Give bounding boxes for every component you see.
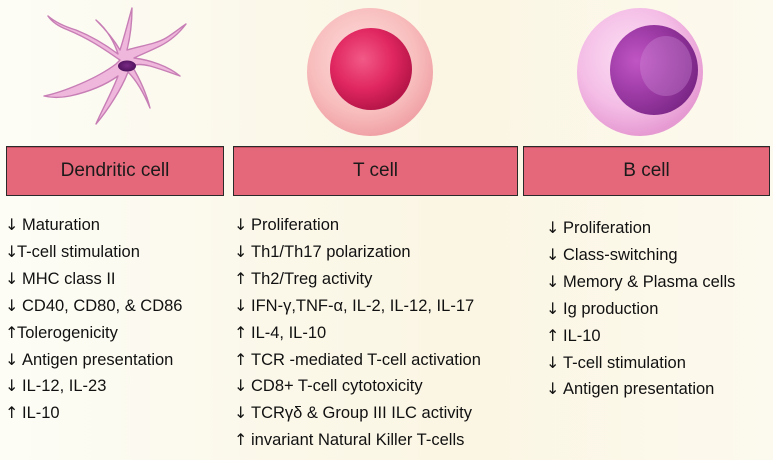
effect-text: CD8+ T-cell cytotoxicity: [251, 377, 423, 396]
list-item: ↓MHC class II: [5, 266, 182, 293]
dendritic-cell-header: Dendritic cell: [6, 146, 224, 196]
down-arrow-icon: ↓: [546, 352, 560, 372]
t-cell-nucleus: [330, 28, 412, 110]
effect-text: IL-10: [22, 404, 60, 423]
b-cell-illustration: [577, 8, 703, 136]
list-item: ↑invariant Natural Killer T-cells: [234, 427, 481, 454]
effect-text: Proliferation: [563, 219, 652, 237]
list-item: ↑Tolerogenicity: [5, 320, 182, 347]
list-item: ↓Proliferation: [546, 215, 735, 242]
list-item: ↓T-cell stimulation: [546, 350, 735, 377]
effect-text: Proliferation: [251, 216, 340, 234]
effect-text: Antigen presentation: [22, 350, 174, 369]
b-cell-header: B cell: [523, 146, 770, 196]
effect-text: Maturation: [22, 216, 100, 234]
t-cell-effects-list: ↓Proliferation ↓Th1/Th17 polarization ↑T…: [234, 212, 481, 454]
down-arrow-icon: ↓: [5, 376, 19, 396]
b-cell-column: B cell ↓Proliferation ↓Class-switching ↓…: [520, 0, 773, 460]
t-cell-column: T cell ↓Proliferation ↓Th1/Th17 polariza…: [230, 0, 520, 460]
b-cell-effects-list: ↓Proliferation ↓Class-switching ↓Memory …: [546, 215, 735, 403]
up-arrow-icon: ↑: [234, 430, 248, 450]
list-item: ↓T-cell stimulation: [5, 239, 182, 266]
dendritic-cell-nucleus: [118, 60, 136, 72]
down-arrow-icon: ↓: [546, 244, 560, 264]
up-arrow-icon: ↑: [5, 403, 19, 423]
effect-text: TCRγδ & Group III ILC activity: [251, 404, 472, 423]
list-item: ↓Antigen presentation: [546, 376, 735, 403]
effect-text: IL-12, IL-23: [22, 377, 107, 396]
list-item: ↑IL-10: [5, 400, 182, 427]
list-item: ↓Antigen presentation: [5, 347, 182, 374]
b-cell-nucleus-highlight: [640, 36, 692, 96]
effect-text: T-cell stimulation: [17, 242, 140, 261]
list-item: ↑IL-10: [546, 323, 735, 350]
effect-text: Th2/Treg activity: [251, 269, 373, 288]
up-arrow-icon: ↑: [234, 268, 248, 288]
list-item: ↓Th1/Th17 polarization: [234, 239, 481, 266]
up-arrow-icon: ↑: [546, 325, 560, 345]
effect-text: CD40, CD80, & CD86: [22, 296, 183, 315]
list-item: ↓Ig production: [546, 296, 735, 323]
down-arrow-icon: ↓: [546, 218, 560, 237]
down-arrow-icon: ↓: [234, 376, 248, 396]
effect-text: Ig production: [563, 299, 659, 318]
b-cell-nucleus: [610, 25, 698, 115]
down-arrow-icon: ↓: [5, 215, 19, 234]
list-item: ↓Maturation: [5, 212, 182, 239]
down-arrow-icon: ↓: [5, 241, 19, 261]
dendritic-cell-effects-list: ↓Maturation ↓T-cell stimulation ↓MHC cla…: [5, 212, 182, 427]
dendritic-cell-column: Dendritic cell ↓Maturation ↓T-cell stimu…: [0, 0, 230, 460]
list-item: ↑IL-4, IL-10: [234, 320, 481, 347]
effect-text: Th1/Th17 polarization: [251, 242, 411, 261]
down-arrow-icon: ↓: [546, 271, 560, 291]
list-item: ↓Memory & Plasma cells: [546, 269, 735, 296]
up-arrow-icon: ↑: [234, 349, 248, 369]
dendritic-cell-body: [43, 7, 187, 125]
effect-text: Class-switching: [563, 245, 678, 264]
effect-text: T-cell stimulation: [563, 353, 686, 372]
list-item: ↓IFN-γ,TNF-α, IL-2, IL-12, IL-17: [234, 293, 481, 320]
effect-text: TCR -mediated T-cell activation: [251, 350, 481, 369]
list-item: ↓CD40, CD80, & CD86: [5, 293, 182, 320]
down-arrow-icon: ↓: [5, 349, 19, 369]
t-cell-header: T cell: [233, 146, 518, 196]
down-arrow-icon: ↓: [546, 298, 560, 318]
up-arrow-icon: ↑: [234, 322, 248, 342]
effect-text: Tolerogenicity: [17, 323, 118, 342]
effect-text: invariant Natural Killer T-cells: [251, 431, 465, 450]
t-cell-illustration: [307, 8, 433, 136]
down-arrow-icon: ↓: [546, 379, 560, 399]
dendritic-cell-illustration: [43, 7, 187, 125]
list-item: ↓Class-switching: [546, 242, 735, 269]
down-arrow-icon: ↓: [234, 215, 248, 234]
effect-text: Memory & Plasma cells: [563, 272, 736, 291]
down-arrow-icon: ↓: [5, 268, 19, 288]
effect-text: IFN-γ,TNF-α, IL-2, IL-12, IL-17: [251, 296, 475, 315]
up-arrow-icon: ↑: [5, 322, 19, 342]
list-item: ↑TCR -mediated T-cell activation: [234, 347, 481, 374]
effect-text: IL-4, IL-10: [251, 323, 327, 342]
down-arrow-icon: ↓: [234, 295, 248, 315]
list-item: ↑Th2/Treg activity: [234, 266, 481, 293]
list-item: ↓CD8+ T-cell cytotoxicity: [234, 373, 481, 400]
list-item: ↓TCRγδ & Group III ILC activity: [234, 400, 481, 427]
down-arrow-icon: ↓: [234, 241, 248, 261]
effect-text: Antigen presentation: [563, 380, 715, 399]
down-arrow-icon: ↓: [5, 295, 19, 315]
effect-text: MHC class II: [22, 269, 116, 288]
down-arrow-icon: ↓: [234, 403, 248, 423]
effect-text: IL-10: [563, 326, 601, 345]
list-item: ↓Proliferation: [234, 212, 481, 239]
list-item: ↓IL-12, IL-23: [5, 373, 182, 400]
